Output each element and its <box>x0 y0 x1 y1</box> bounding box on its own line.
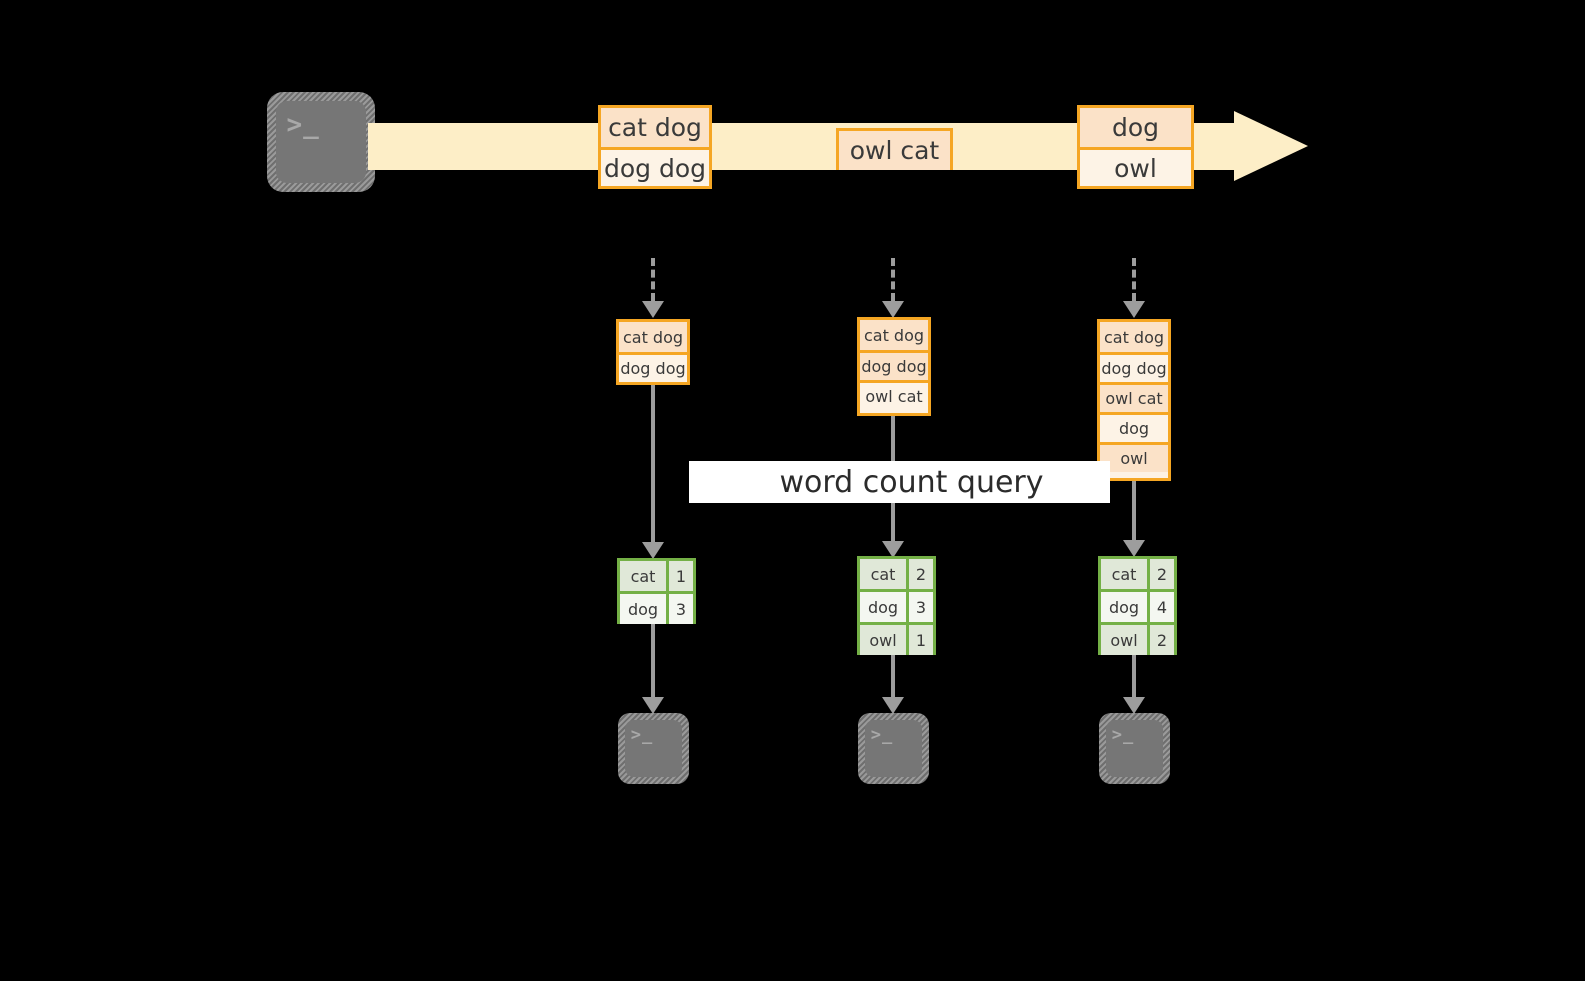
snapshot-1-input-row: cat dog <box>619 322 687 352</box>
stream-arrow-head <box>1234 111 1308 181</box>
result-value: 3 <box>906 592 933 622</box>
snapshot-1-sink-terminal-icon: >_ <box>618 713 689 784</box>
result-value: 1 <box>906 625 933 655</box>
stream-record-3-line-2: owl <box>1080 147 1191 186</box>
terminal-prompt-glyph: >_ <box>870 725 894 746</box>
snapshot-2-input-row: dog dog <box>860 350 928 380</box>
terminal-prompt-glyph: >_ <box>1111 725 1135 746</box>
snapshot-3-sink-terminal-icon: >_ <box>1099 713 1170 784</box>
stream-record-1-line-2: dog dog <box>601 147 709 186</box>
result-value: 2 <box>1147 559 1174 589</box>
snapshot-3-input-stack: cat dog dog dog owl cat dog owl <box>1097 319 1171 481</box>
terminal-prompt-glyph: >_ <box>286 110 320 140</box>
terminal-prompt-glyph: >_ <box>630 725 654 746</box>
terminal-screen <box>276 101 366 183</box>
snapshot-3-dashed-arrow <box>1123 258 1145 318</box>
table-row: owl 2 <box>1101 622 1174 655</box>
query-label-band: word count query <box>689 461 1110 503</box>
snapshot-3-input-row: owl <box>1100 442 1168 472</box>
snapshot-3-query-arrow <box>1123 481 1145 557</box>
table-row: dog 3 <box>620 591 693 624</box>
snapshot-2-result-table: cat 2 dog 3 owl 1 <box>857 556 936 655</box>
snapshot-2-sink-terminal-icon: >_ <box>858 713 929 784</box>
query-label-text: word count query <box>779 464 1044 500</box>
snapshot-1-result-table: cat 1 dog 3 <box>617 558 696 624</box>
snapshot-2-input-stack: cat dog dog dog owl cat <box>857 317 931 416</box>
snapshot-2-sink-arrow <box>882 655 904 714</box>
result-key: cat <box>860 559 907 589</box>
table-row: cat 1 <box>620 561 693 591</box>
stream-record-3-line-1: dog <box>1080 108 1191 147</box>
result-value: 2 <box>1147 625 1174 655</box>
snapshot-1-input-row: dog dog <box>619 352 687 382</box>
terminal-screen <box>625 720 682 777</box>
terminal-screen <box>865 720 922 777</box>
stream-record-3: dog owl <box>1077 105 1194 189</box>
snapshot-2-input-row: cat dog <box>860 320 928 350</box>
result-key: dog <box>1101 592 1148 622</box>
result-value: 2 <box>906 559 933 589</box>
result-value: 3 <box>666 594 693 624</box>
result-value: 1 <box>666 561 693 591</box>
snapshot-3-result-table: cat 2 dog 4 owl 2 <box>1098 556 1177 655</box>
stream-record-2: owl cat <box>836 128 953 170</box>
result-key: cat <box>620 561 667 591</box>
stream-record-1: cat dog dog dog <box>598 105 712 189</box>
table-row: dog 4 <box>1101 589 1174 622</box>
result-key: cat <box>1101 559 1148 589</box>
result-value: 4 <box>1147 592 1174 622</box>
table-row: cat 2 <box>860 559 933 589</box>
result-key: owl <box>1101 625 1148 655</box>
snapshot-2-input-row: owl cat <box>860 380 928 410</box>
terminal-screen <box>1106 720 1163 777</box>
snapshot-1-sink-arrow <box>642 624 664 714</box>
source-terminal-icon: >_ <box>267 92 375 192</box>
snapshot-3-input-row: dog <box>1100 412 1168 442</box>
snapshot-2-dashed-arrow <box>882 258 904 318</box>
result-key: owl <box>860 625 907 655</box>
snapshot-3-input-row: owl cat <box>1100 382 1168 412</box>
snapshot-1-dashed-arrow <box>642 258 664 318</box>
stream-record-1-line-1: cat dog <box>601 108 709 147</box>
snapshot-1-query-arrow <box>642 385 664 559</box>
result-key: dog <box>860 592 907 622</box>
table-row: cat 2 <box>1101 559 1174 589</box>
table-row: dog 3 <box>860 589 933 622</box>
snapshot-3-input-row: cat dog <box>1100 322 1168 352</box>
table-row: owl 1 <box>860 622 933 655</box>
result-key: dog <box>620 594 667 624</box>
stream-record-2-line-1: owl cat <box>839 131 950 170</box>
snapshot-3-sink-arrow <box>1123 655 1145 714</box>
snapshot-3-input-row: dog dog <box>1100 352 1168 382</box>
snapshot-1-input-stack: cat dog dog dog <box>616 319 690 385</box>
